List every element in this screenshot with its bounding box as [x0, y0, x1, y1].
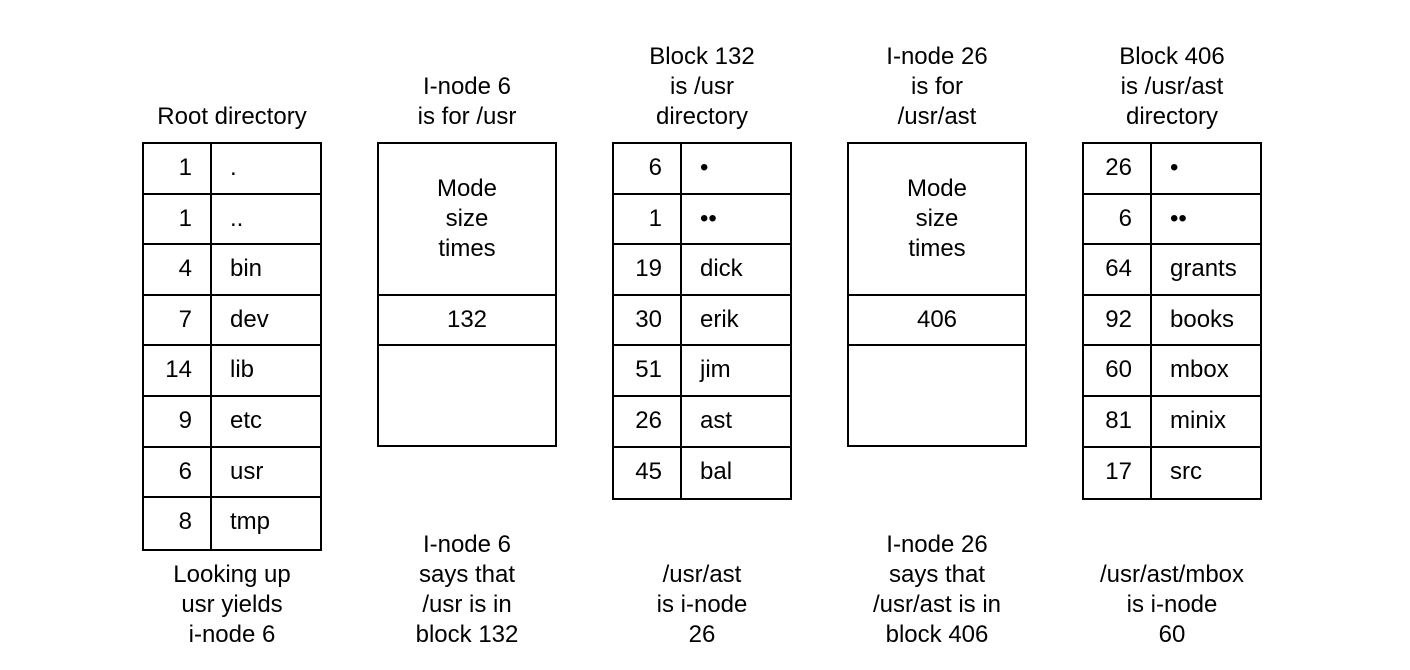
entry-name: bal: [700, 457, 733, 485]
table-row: 81 minix: [1084, 396, 1260, 448]
inode-number: 26: [614, 396, 682, 446]
inode-number: 81: [1084, 396, 1152, 446]
entry-name: src: [1170, 457, 1202, 485]
entry-name: dev: [230, 305, 269, 333]
entry-name: ast: [700, 406, 733, 434]
table-row: 60 mbox: [1084, 346, 1260, 397]
table-row: 1.: [144, 144, 320, 195]
inode-empty-slot: [849, 346, 1025, 445]
entry-name: etc: [230, 406, 263, 434]
inode-6-box: Mode size times 132: [377, 142, 557, 447]
root-top-caption: Root directory: [157, 103, 307, 130]
table-row: 26 ast: [614, 396, 790, 448]
table-row: 7 dev: [144, 295, 320, 347]
inode-number: 64: [1084, 245, 1152, 294]
inode-number: 6: [1084, 194, 1152, 244]
table-row: 4 bin: [144, 245, 320, 296]
inode-number: 19: [614, 245, 682, 294]
inode-number: 60: [1084, 346, 1152, 395]
inode-26-box: Mode size times 406: [847, 142, 1027, 447]
entry-name: lib: [230, 356, 255, 384]
entry-name: grants: [1170, 255, 1237, 283]
inode-number: 8: [144, 498, 212, 549]
table-row: 14 lib: [144, 346, 320, 397]
inode-empty-slot: [379, 346, 555, 445]
inode-number: 51: [614, 346, 682, 395]
entry-name: ..: [230, 204, 244, 232]
inode-number: 6: [614, 144, 682, 193]
entry-name: minix: [1170, 406, 1227, 434]
table-row: 1 ••: [614, 194, 790, 246]
table-row: 51 jim: [614, 346, 790, 397]
inode-number: 92: [1084, 295, 1152, 345]
table-row: 1..: [144, 194, 320, 246]
entry-name: mbox: [1170, 356, 1229, 384]
block-406-top-caption: Block 406 is /usr/ast directory: [1119, 43, 1225, 130]
inode-number: 1: [144, 144, 212, 193]
inode-number: 26: [1084, 144, 1152, 193]
inode-number: 30: [614, 295, 682, 345]
entry-name: books: [1170, 305, 1235, 333]
table-row: 19 dick: [614, 245, 790, 296]
inode-number: 45: [614, 447, 682, 499]
inode-block-address: 406: [849, 296, 1025, 346]
entry-name: usr: [230, 457, 264, 485]
entry-name: tmp: [230, 508, 271, 536]
block-406-bottom-caption: /usr/ast/mbox is i-node 60: [1099, 561, 1245, 648]
table-row: 45 bal: [614, 447, 790, 499]
table-row: 17 src: [1084, 447, 1260, 499]
table-row: 30 erik: [614, 295, 790, 347]
inode-number: 7: [144, 295, 212, 345]
table-row: 6 usr: [144, 447, 320, 499]
inode-number: 14: [144, 346, 212, 395]
entry-name: •: [700, 154, 709, 181]
root-bottom-caption: Looking up usr yields i-node 6: [173, 561, 291, 648]
block-132-top-caption: Block 132 is /usr directory: [649, 43, 755, 130]
table-row: 26 •: [1084, 144, 1260, 195]
entry-name: jim: [700, 356, 731, 384]
inode-26-bottom-caption: I-node 26 says that /usr/ast is in block…: [872, 531, 1002, 648]
table-row: 92 books: [1084, 295, 1260, 347]
inode-attributes: Mode size times: [849, 144, 1025, 296]
inode-number: 1: [614, 194, 682, 244]
table-row: 6 ••: [1084, 194, 1260, 246]
entry-name: erik: [700, 305, 739, 333]
table-row: 9 etc: [144, 396, 320, 448]
inode-block-address: 132: [379, 296, 555, 346]
table-row: 8 tmp: [144, 498, 320, 549]
entry-name: •: [1170, 154, 1179, 181]
inode-6-bottom-caption: I-node 6 says that /usr is in block 132: [415, 531, 519, 648]
entry-name: ••: [1170, 204, 1187, 232]
block-132-bottom-caption: /usr/ast is i-node 26: [656, 561, 748, 648]
inode-number: 1: [144, 194, 212, 244]
entry-name: dick: [700, 255, 743, 283]
inode-6-top-caption: I-node 6 is for /usr: [417, 73, 517, 130]
entry-name: .: [230, 154, 237, 181]
table-row: 64 grants: [1084, 245, 1260, 296]
entry-name: bin: [230, 255, 263, 283]
inode-number: 4: [144, 245, 212, 294]
root-directory-table: 1. 1.. 4 bin 7 dev 14 lib 9 etc 6 usr 8 tmp: [142, 142, 322, 551]
entry-name: ••: [700, 204, 717, 232]
inode-number: 17: [1084, 447, 1152, 499]
inode-number: 9: [144, 396, 212, 446]
inode-26-top-caption: I-node 26 is for /usr/ast: [886, 43, 988, 130]
inode-number: 6: [144, 447, 212, 497]
table-row: 6•: [614, 144, 790, 195]
inode-attributes: Mode size times: [379, 144, 555, 296]
